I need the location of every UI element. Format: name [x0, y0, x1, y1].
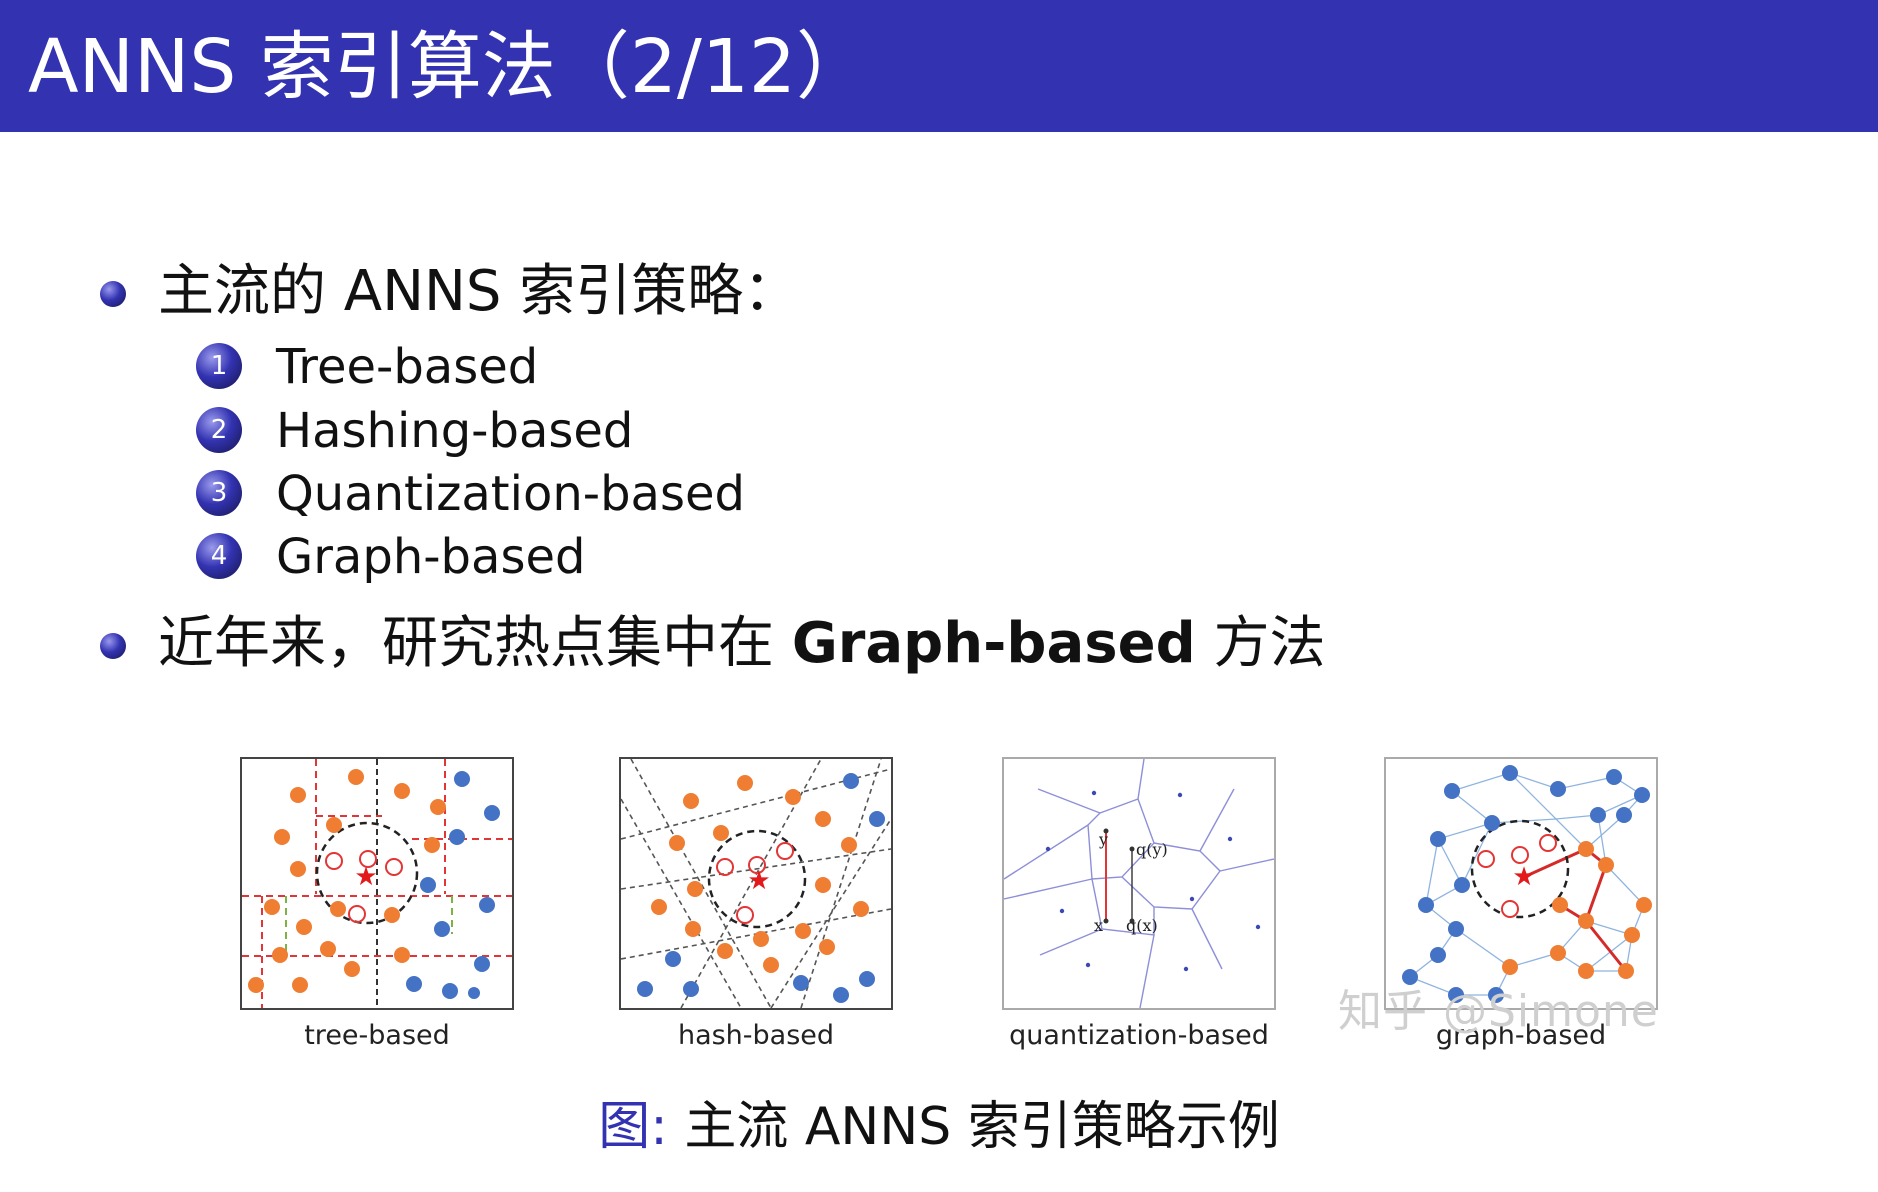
figure-caption-label: 图: — [598, 1097, 668, 1157]
figure-caption: 图: 主流 ANNS 索引策略示例 — [0, 1092, 1878, 1162]
point-y-label: y — [1098, 830, 1108, 849]
graph-based-figure: ★ — [1384, 757, 1658, 1010]
number-ball-icon: 3 — [196, 470, 242, 516]
enum-label: Graph-based — [276, 529, 586, 585]
number-ball-icon: 2 — [196, 407, 242, 453]
point-x-label: x — [1094, 916, 1103, 935]
bullet-text-suffix: 方法 — [1195, 611, 1326, 676]
title-bar: ANNS 索引算法（2/12） — [0, 0, 1878, 132]
graph-based-diagram: ★ — [1402, 765, 1652, 1003]
query-star-icon: ★ — [747, 866, 770, 896]
watermark-text: 知乎 @Simone — [1338, 986, 1659, 1037]
bullet-text: 主流的 ANNS 索引策略： — [158, 259, 800, 324]
hash-based-caption: hash-based — [677, 1020, 835, 1051]
tree-based-figure: ★ — [240, 757, 514, 1010]
point-qx-label: q(x) — [1126, 916, 1158, 935]
quantization-based-caption: quantization-based — [1009, 1020, 1269, 1051]
graph-based-caption: graph-based — [1435, 1020, 1607, 1051]
tree-based-diagram: ★ — [242, 759, 512, 1008]
slide-title: ANNS 索引算法（2/12） — [28, 24, 871, 110]
tree-based-caption: tree-based — [304, 1020, 450, 1051]
quantization-based-figure: y q(y) x q(x) — [1002, 757, 1276, 1010]
quantization-based-diagram: y q(y) x q(x) — [1004, 759, 1274, 1008]
bullet-text: 近年来，研究热点集中在 Graph-based 方法 — [158, 612, 1325, 676]
bullet-icon — [100, 633, 126, 659]
number-ball-icon: 1 — [196, 343, 242, 389]
enum-label: Tree-based — [276, 339, 539, 395]
hash-based-diagram: ★ — [621, 759, 891, 1008]
figure-caption-text: 主流 ANNS 索引策略示例 — [684, 1097, 1280, 1157]
enum-label: Quantization-based — [276, 466, 745, 522]
query-star-icon: ★ — [1512, 862, 1535, 892]
bullet-text-prefix: 近年来，研究热点集中在 — [158, 611, 792, 676]
query-star-icon: ★ — [354, 862, 377, 892]
number-ball-icon: 4 — [196, 533, 242, 579]
point-qy-label: q(y) — [1136, 840, 1168, 859]
bullet-icon — [100, 281, 126, 307]
enum-label: Hashing-based — [276, 403, 634, 459]
bullet-text-bold: Graph-based — [791, 611, 1196, 676]
hash-based-figure: ★ — [619, 757, 893, 1010]
